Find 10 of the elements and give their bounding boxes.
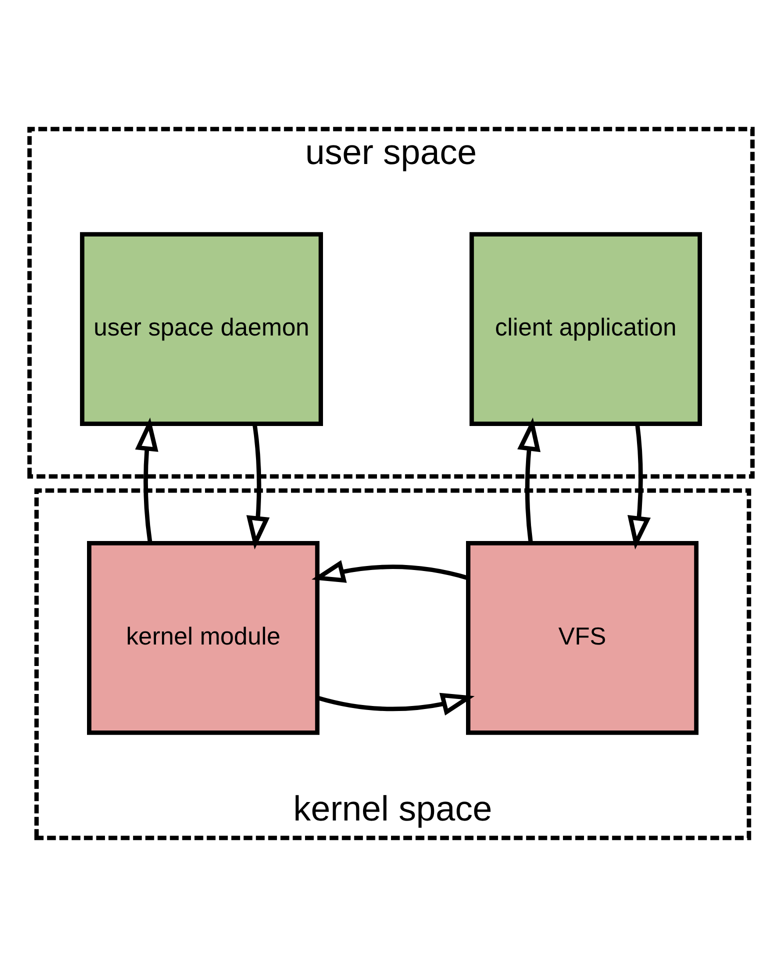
arrow [135,417,158,543]
node-box: user space daemon [80,232,323,426]
arrow [246,423,270,550]
arrow [317,692,475,716]
arrow [312,560,469,582]
arrow [517,417,541,543]
node-box: VFS [466,540,698,734]
node-box: client application [470,232,702,426]
arrow [628,423,651,550]
node-box: kernel module [87,540,320,734]
